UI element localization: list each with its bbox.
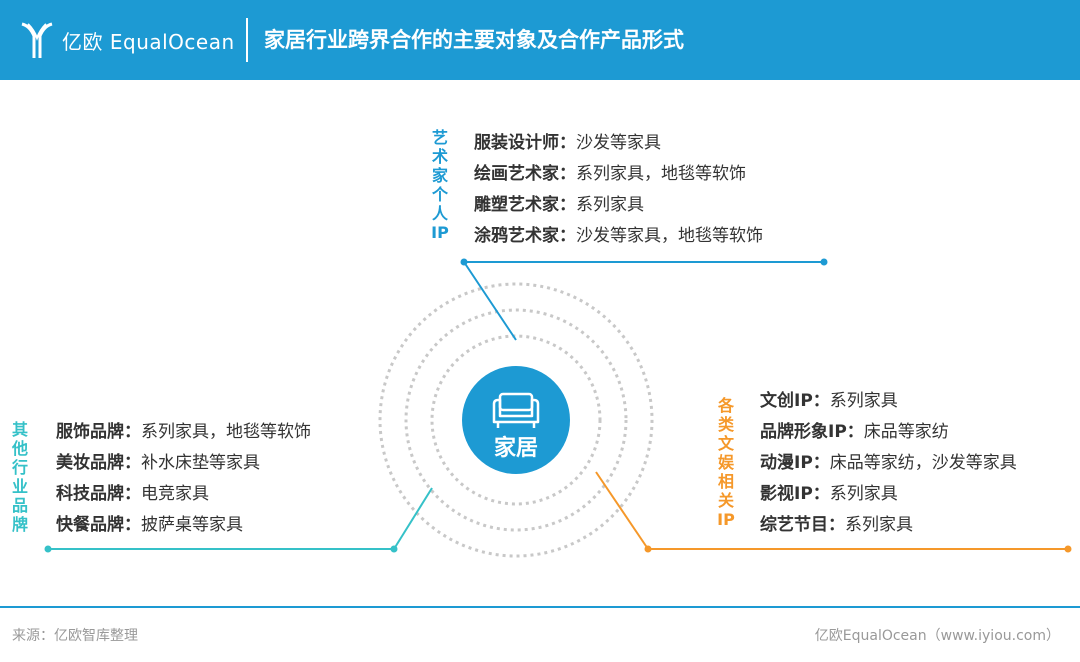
header-bar: 亿欧 EqualOcean 家居行业跨界合作的主要对象及合作产品形式 (0, 0, 1080, 80)
connector-industry (44, 487, 433, 553)
group-label-industry: 其他行业品牌 (11, 420, 28, 534)
list-item: 快餐品牌：披萨桌等家具 (56, 515, 243, 535)
ring-outer (378, 282, 654, 558)
header-divider (246, 18, 248, 62)
group-label-artist: 艺术家个人IP (431, 128, 449, 242)
list-item: 品牌形象IP：床品等家纺 (760, 422, 949, 442)
list-item: 科技品牌：电竞家具 (56, 484, 209, 504)
list-item: 服装设计师：沙发等家具 (474, 133, 661, 153)
list-item: 服饰品牌：系列家具，地毯等软饰 (56, 422, 311, 442)
center-rings (378, 282, 654, 558)
list-item: 综艺节目：系列家具 (760, 515, 913, 535)
credit-note: 亿欧EqualOcean（www.iyiou.com） (814, 628, 1060, 644)
sofa-icon (492, 392, 540, 428)
footer-divider (0, 606, 1080, 608)
group-list-entertainment: 文创IP：系列家具 品牌形象IP：床品等家纺 动漫IP：床品等家纺，沙发等家具 … (760, 386, 1017, 541)
ring-inner (430, 334, 602, 506)
page-title: 家居行业跨界合作的主要对象及合作产品形式 (264, 28, 684, 52)
group-list-industry: 服饰品牌：系列家具，地毯等软饰 美妆品牌：补水床垫等家具 科技品牌：电竞家具 快… (56, 417, 311, 541)
equalocean-logo-icon (21, 22, 53, 58)
logo: 亿欧 EqualOcean (20, 14, 250, 66)
center-circle (462, 366, 570, 474)
list-item: 文创IP：系列家具 (760, 391, 898, 411)
group-list-artist: 服装设计师：沙发等家具 绘画艺术家：系列家具，地毯等软饰 雕塑艺术家：系列家具 … (474, 128, 763, 252)
list-item: 动漫IP：床品等家纺，沙发等家具 (760, 453, 1017, 473)
center-label: 家居 (493, 436, 538, 461)
connector-entertainment (595, 471, 1072, 553)
list-item: 美妆品牌：补水床垫等家具 (56, 453, 260, 473)
connector-artist (460, 258, 828, 341)
list-item: 涂鸦艺术家：沙发等家具，地毯等软饰 (474, 226, 763, 246)
source-note: 来源：亿欧智库整理 (12, 628, 138, 644)
ring-middle (404, 308, 628, 532)
list-item: 绘画艺术家：系列家具，地毯等软饰 (474, 164, 746, 184)
list-item: 雕塑艺术家：系列家具 (474, 195, 644, 215)
list-item: 影视IP：系列家具 (760, 484, 898, 504)
group-label-entertainment: 各类文娱相关IP (717, 396, 735, 529)
logo-text: 亿欧 EqualOcean (62, 29, 235, 54)
